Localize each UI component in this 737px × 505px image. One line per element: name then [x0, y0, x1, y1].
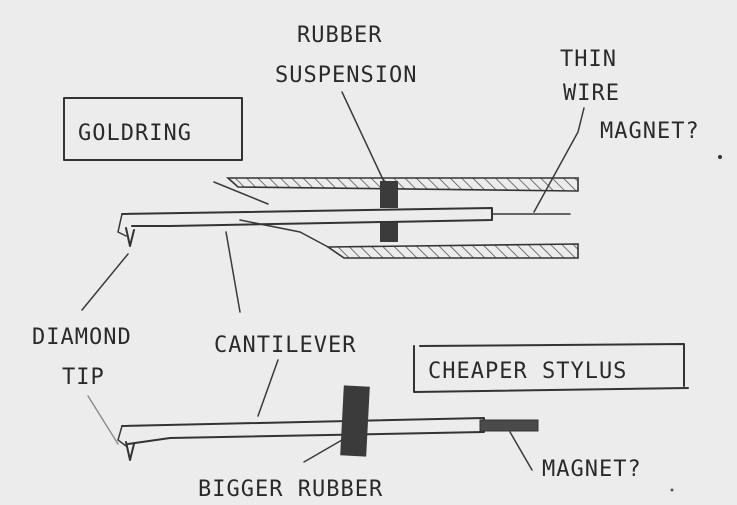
leader-thin-wire: [533, 107, 585, 213]
label-magnet-top: MAGNET?: [600, 119, 700, 144]
bigger-rubber-block: [340, 385, 370, 457]
goldring-cantilever-tip-bend: [117, 213, 127, 237]
cheaper-cantilever-tip-bend: [117, 425, 127, 447]
goldring-cartridge: [117, 177, 579, 259]
stray-dot-bottom: [670, 488, 674, 492]
leader-cantilever-top: [225, 231, 241, 313]
leader-diamond-tip-bottom: [87, 395, 119, 445]
cheaper-magnet: [479, 419, 539, 432]
label-thin: THIN: [560, 47, 617, 72]
cheaper-stylus: [117, 385, 539, 461]
label-bigger-rubber: BIGGER RUBBER: [198, 477, 383, 502]
cheaper-diamond-tip: [125, 441, 135, 461]
label-magnet-bottom: MAGNET?: [542, 457, 642, 482]
label-diamond: DIAMOND: [32, 325, 132, 350]
housing-taper-top: [213, 181, 269, 205]
label-rubber-line1: RUBBER: [297, 23, 382, 48]
label-goldring: GOLDRING: [78, 121, 192, 146]
label-cantilever: CANTILEVER: [214, 333, 356, 358]
leader-cantilever-bottom: [257, 359, 279, 417]
label-cheaper-stylus: CHEAPER STYLUS: [428, 359, 627, 384]
leader-diamond-tip-top: [81, 253, 129, 311]
rubber-suspension-block-top: [380, 181, 398, 208]
label-tip: TIP: [62, 365, 105, 390]
housing-upper-wall: [225, 177, 579, 192]
rubber-suspension-block-bottom: [380, 221, 398, 242]
label-suspension-line2: SUSPENSION: [275, 63, 417, 88]
leader-magnet-bottom: [509, 431, 533, 471]
goldring-cantilever: [121, 207, 493, 227]
leader-bigger-rubber: [303, 439, 343, 463]
label-wire: WIRE: [563, 81, 620, 106]
goldring-label-box: [63, 97, 243, 161]
stray-dot-top: [718, 155, 722, 159]
housing-lower-wall: [325, 243, 579, 259]
goldring-diamond-tip: [125, 227, 135, 247]
leader-rubber-suspension: [341, 91, 387, 187]
cheaper-stylus-label-box: [413, 343, 689, 393]
